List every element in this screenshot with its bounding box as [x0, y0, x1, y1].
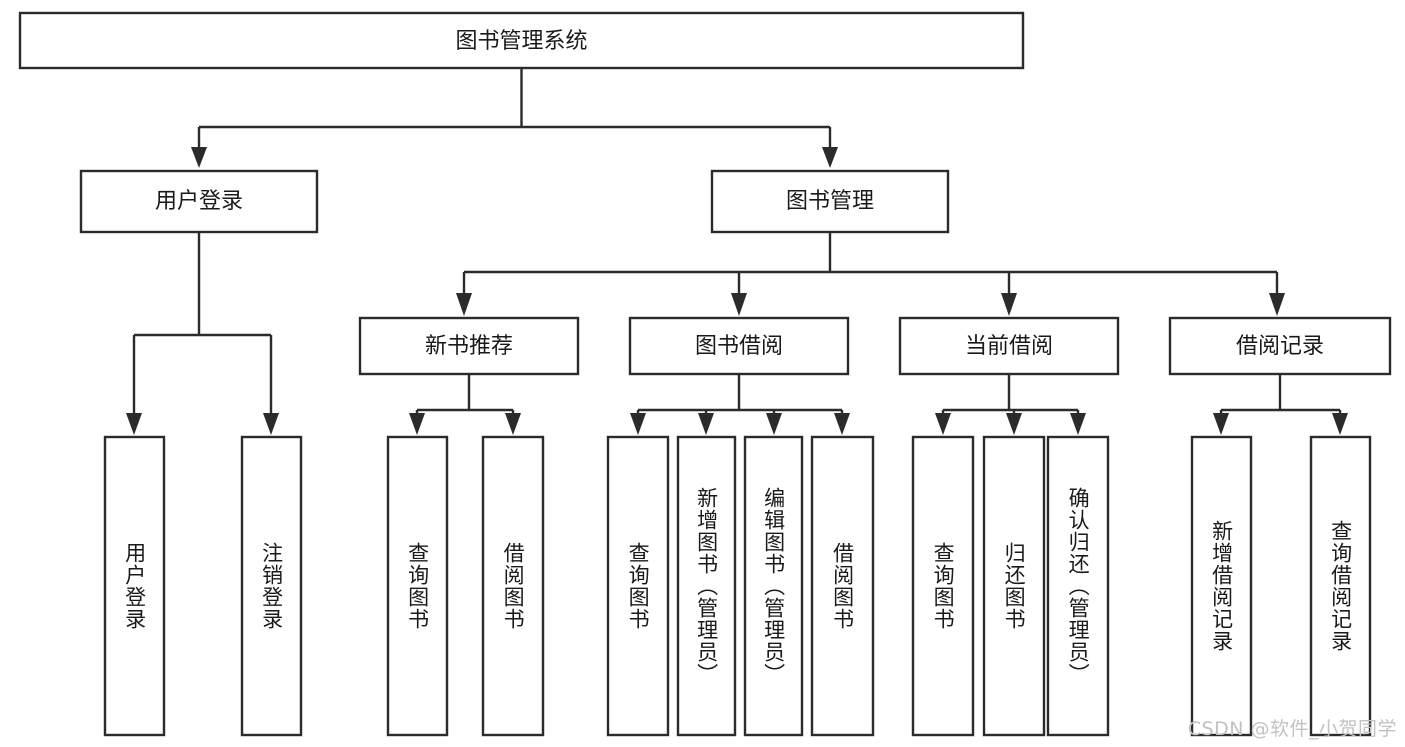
arrow-head-current-leaf1 — [935, 413, 951, 435]
arrow-head-newbook-leaf1 — [409, 413, 425, 435]
arrow-head-bookborrow-leaf3 — [766, 413, 782, 435]
leaf-box-query-book-borrow[interactable] — [606, 435, 670, 737]
arrow-head-newbook-leaf2 — [505, 413, 521, 435]
leaf-box-return-book[interactable] — [982, 435, 1046, 737]
arrow-head-bookborrow-leaf2 — [698, 413, 714, 435]
node-book-management-label: 图书管理 — [786, 189, 874, 214]
node-current-borrow[interactable]: 当前借阅 — [898, 316, 1120, 376]
leaf-box-query-borrow-record[interactable] — [1309, 435, 1372, 737]
arrow-head-root-to-user-login — [191, 147, 207, 168]
node-current-borrow-label: 当前借阅 — [965, 334, 1053, 359]
arrow-head-userlogin-leaf1 — [126, 413, 142, 435]
arrow-head-userlogin-leaf2 — [263, 413, 279, 435]
arrow-head-records-leaf2 — [1332, 413, 1348, 435]
node-borrow-records-label: 借阅记录 — [1236, 334, 1324, 359]
watermark: CSDN @软件_小贺同学 — [1187, 718, 1397, 740]
node-new-book-recommend[interactable]: 新书推荐 — [358, 316, 580, 376]
node-user-login-label: 用户登录 — [155, 189, 243, 214]
leaf-box-query-book-new[interactable] — [386, 435, 449, 737]
connectors-layer — [126, 68, 1348, 435]
node-root-box[interactable] — [18, 11, 1025, 70]
node-book-management-box[interactable] — [710, 169, 950, 234]
arrow-head-bookmgmt-to-records — [1269, 293, 1285, 316]
arrow-head-bookborrow-leaf4 — [834, 413, 850, 435]
arrow-head-bookborrow-leaf1 — [630, 413, 646, 435]
arrow-head-records-leaf1 — [1213, 413, 1229, 435]
node-book-borrow[interactable]: 图书借阅 — [628, 316, 850, 376]
arrow-head-bookmgmt-to-current — [1001, 293, 1017, 316]
arrow-head-current-leaf3 — [1070, 413, 1086, 435]
arrow-head-bookmgmt-to-borrow — [731, 293, 747, 316]
leaf-box-confirm-return-admin[interactable] — [1046, 435, 1110, 737]
leaf-box-borrow-book-new[interactable] — [481, 435, 545, 737]
node-book-borrow-label: 图书借阅 — [695, 334, 783, 359]
leaf-box-logout[interactable] — [240, 435, 303, 737]
node-root-label: 图书管理系统 — [455, 29, 587, 54]
node-new-book-recommend-label: 新书推荐 — [425, 334, 513, 359]
arrow-head-current-leaf2 — [1006, 413, 1022, 435]
leaf-box-query-book-current[interactable] — [911, 435, 975, 737]
arrow-head-bookmgmt-to-new — [456, 293, 472, 316]
node-borrow-records-box[interactable] — [1168, 316, 1392, 376]
node-current-borrow-box[interactable] — [898, 316, 1120, 376]
node-root[interactable]: 图书管理系统 — [18, 11, 1025, 70]
node-book-borrow-box[interactable] — [628, 316, 850, 376]
leaf-box-user-login[interactable] — [103, 435, 166, 737]
node-book-management[interactable]: 图书管理 — [710, 169, 950, 234]
leaf-boxes-layer — [103, 435, 1372, 737]
leaf-box-borrow-book[interactable] — [810, 435, 875, 737]
node-new-book-recommend-box[interactable] — [358, 316, 580, 376]
leaf-box-add-borrow-record[interactable] — [1190, 435, 1253, 737]
node-user-login[interactable]: 用户登录 — [79, 169, 319, 234]
node-borrow-records[interactable]: 借阅记录 — [1168, 316, 1392, 376]
node-user-login-box[interactable] — [79, 169, 319, 234]
leaf-box-edit-book-admin[interactable] — [743, 435, 804, 737]
leaf-box-add-book-admin[interactable] — [676, 435, 737, 737]
arrow-head-root-to-book-mgmt — [822, 147, 838, 168]
